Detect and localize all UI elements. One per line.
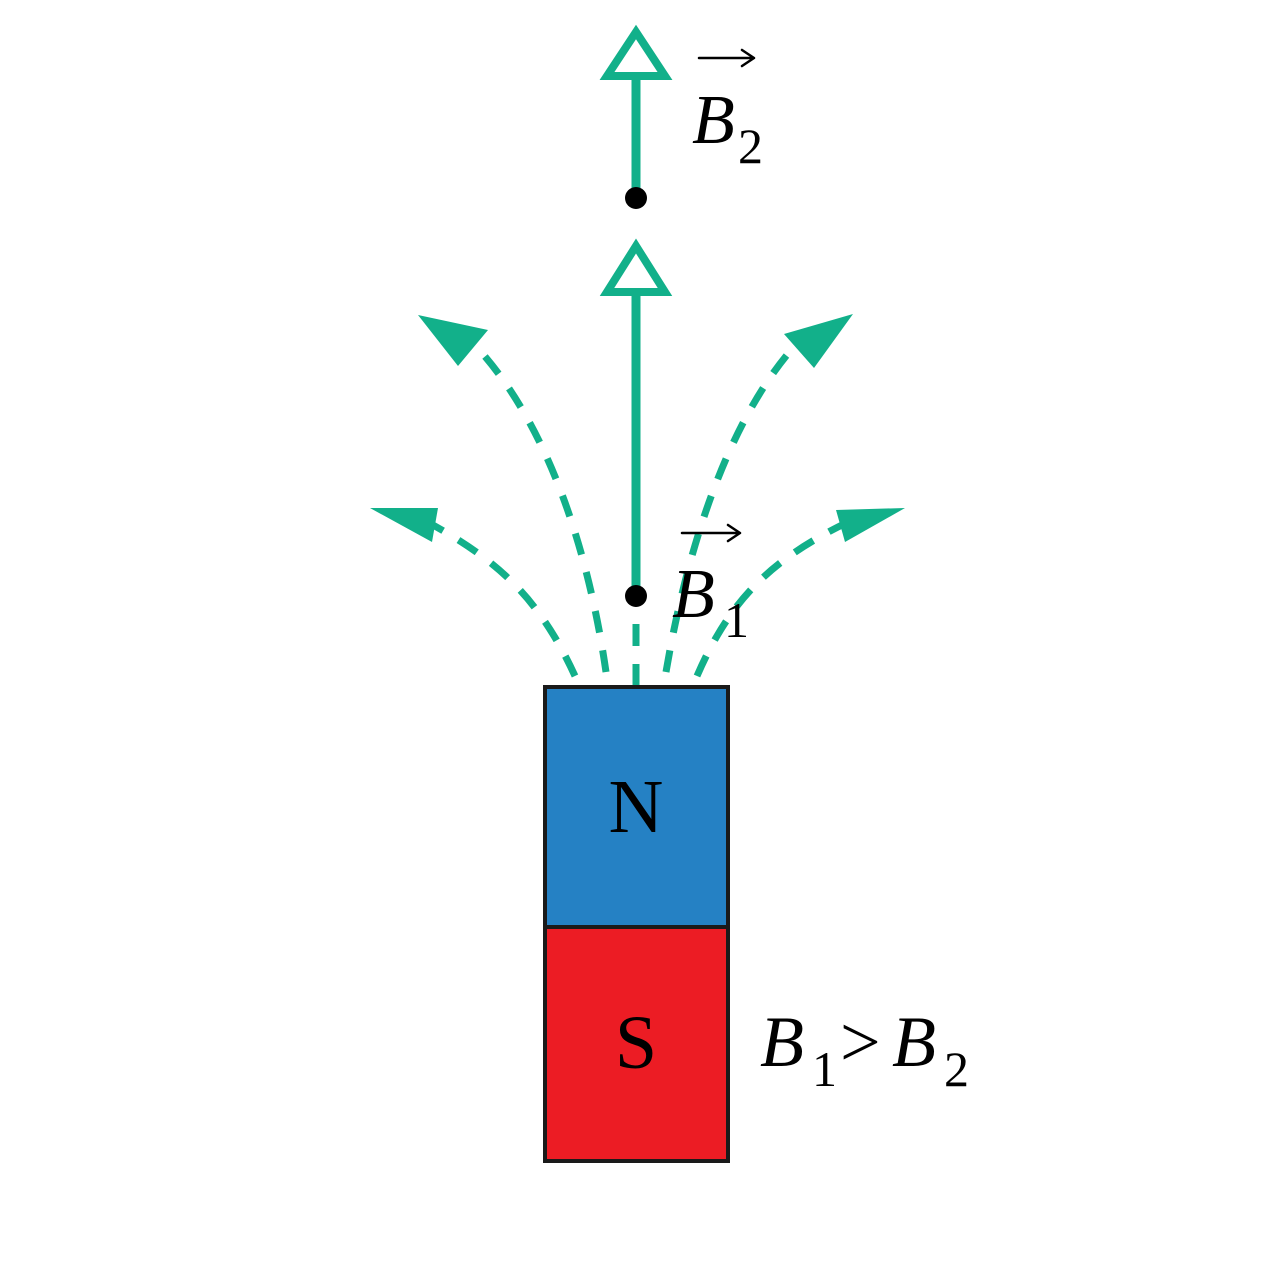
north-pole-label: N <box>609 765 664 849</box>
vector-overarrow-icon <box>697 48 756 68</box>
relation-left-symbol: B <box>760 1002 804 1082</box>
field-line-outer-left <box>418 514 579 678</box>
vector-b1-label: B 1 <box>672 523 749 648</box>
vector-b1 <box>599 238 673 607</box>
vector-b1-subscript: 1 <box>724 592 749 648</box>
relation-right-symbol: B <box>892 1002 936 1082</box>
point-dot-icon <box>625 585 647 607</box>
vector-b1-symbol: B <box>672 556 715 633</box>
filled-arrowhead-icon <box>418 315 488 366</box>
relation-right-subscript: 2 <box>944 1041 969 1097</box>
hollow-arrowhead-icon <box>599 238 673 296</box>
relation-left-subscript: 1 <box>812 1041 837 1097</box>
field-lines <box>370 314 905 686</box>
filled-arrowhead-icon <box>784 314 853 368</box>
vector-overarrow-icon <box>680 523 742 543</box>
field-line-outer-right <box>693 518 850 678</box>
field-line-inner-left <box>465 335 610 673</box>
filled-arrowhead-icon <box>370 508 438 542</box>
field-strength-relation: B 1 > B 2 <box>760 1002 969 1097</box>
hollow-arrowhead-icon <box>599 24 673 80</box>
point-dot-icon <box>625 187 647 209</box>
south-pole-label: S <box>615 1001 657 1085</box>
vector-b2-symbol: B <box>692 82 735 159</box>
magnet-south-pole <box>543 925 730 1163</box>
magnet-north-pole <box>543 685 730 929</box>
filled-arrowhead-icon <box>836 508 905 542</box>
relation-operator: > <box>840 1002 881 1082</box>
field-line-inner-right <box>662 337 803 673</box>
vector-b2-subscript: 2 <box>738 118 763 174</box>
bar-magnet: N S <box>543 685 730 1163</box>
vector-b2-label: B 2 <box>692 48 763 174</box>
vector-b2 <box>599 24 673 209</box>
